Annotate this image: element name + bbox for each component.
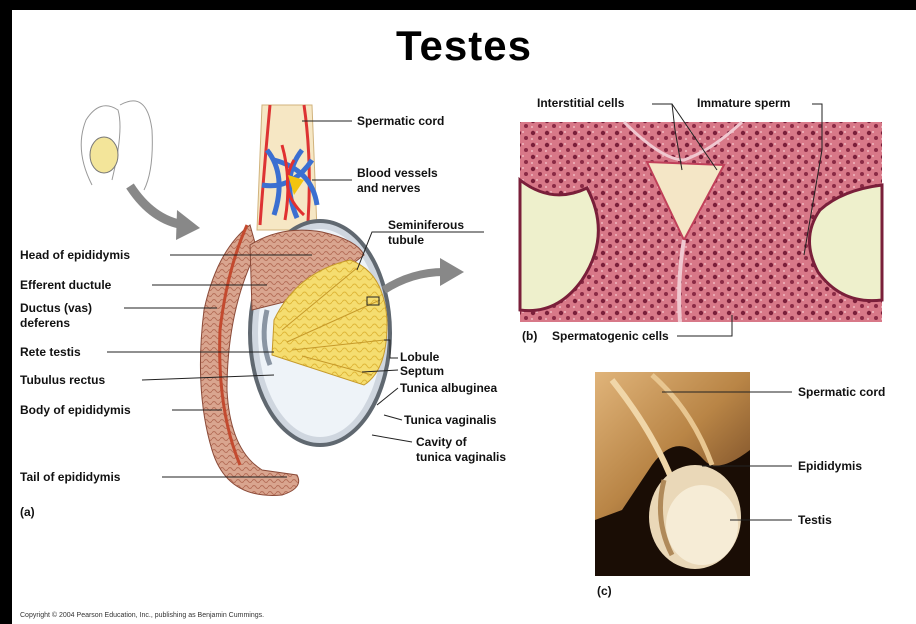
copyright-notice: Copyright © 2004 Pearson Education, Inc.…	[20, 612, 264, 619]
label-c-testis: Testis	[798, 513, 832, 528]
label-cavity-1: Cavity of	[416, 435, 467, 450]
label-head-epididymis: Head of epididymis	[20, 248, 130, 263]
label-seminiferous-1: Seminiferous	[388, 218, 464, 233]
label-interstitial-cells: Interstitial cells	[537, 96, 624, 111]
label-tunica-vaginalis: Tunica vaginalis	[404, 413, 496, 428]
panel-a-tag: (a)	[20, 505, 35, 520]
label-spermatic-cord: Spermatic cord	[357, 114, 444, 129]
label-tail-epididymis: Tail of epididymis	[20, 470, 120, 485]
label-c-epididymis: Epididymis	[798, 459, 862, 474]
label-septum: Septum	[400, 364, 444, 379]
label-ductus-2: deferens	[20, 316, 70, 331]
label-ductus-1: Ductus (vas)	[20, 301, 92, 316]
histology-micrograph	[520, 122, 882, 322]
label-rete-testis: Rete testis	[20, 345, 81, 360]
inset-sketch	[81, 101, 200, 240]
label-blood-vessels-1: Blood vessels	[357, 166, 438, 181]
panel-b-tag: (b)	[522, 329, 537, 344]
label-tubulus-rectus: Tubulus rectus	[20, 373, 105, 388]
panel-c-tag: (c)	[597, 584, 612, 599]
label-blood-vessels-2: and nerves	[357, 181, 420, 196]
label-immature-sperm: Immature sperm	[697, 96, 790, 111]
label-lobule: Lobule	[400, 350, 439, 365]
specimen-photo	[595, 372, 750, 576]
label-seminiferous-2: tubule	[388, 233, 424, 248]
label-spermatogenic-cells: Spermatogenic cells	[552, 329, 669, 344]
label-body-epididymis: Body of epididymis	[20, 403, 131, 418]
label-c-spermatic-cord: Spermatic cord	[798, 385, 885, 400]
label-cavity-2: tunica vaginalis	[416, 450, 506, 465]
diagram-frame: Testes	[12, 10, 916, 624]
label-efferent-ductule: Efferent ductule	[20, 278, 111, 293]
label-tunica-albuginea: Tunica albuginea	[400, 381, 497, 396]
